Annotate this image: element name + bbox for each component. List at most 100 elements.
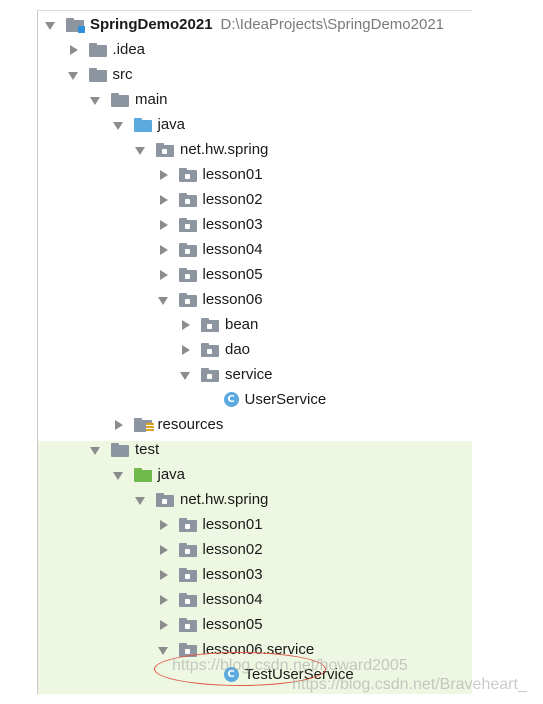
tree-row-lesson05[interactable]: lesson05 [157,262,263,287]
tree-row-testuserservice[interactable]: C TestUserService [223,662,354,687]
tree-row-lesson06-service[interactable]: lesson06.service [157,637,315,662]
chevron-right-icon[interactable] [179,343,193,357]
chevron-right-icon[interactable] [157,268,171,282]
tree-item-label: lesson04 [202,241,263,258]
chevron-right-icon[interactable] [157,593,171,607]
folder-icon [88,42,107,57]
chevron-right-icon[interactable] [157,193,171,207]
chevron-down-icon[interactable] [134,493,148,507]
class-icon: C [223,392,239,407]
chevron-down-icon[interactable] [112,468,126,482]
package-icon [178,267,197,282]
test-sources-highlight [38,441,472,694]
tree-item-label: lesson01 [202,166,263,183]
chevron-down-icon[interactable] [134,143,148,157]
tree-row-main[interactable]: main [89,87,168,112]
package-icon [156,492,174,507]
package-icon [178,167,197,182]
tree-item-label: net.hw.spring [180,141,269,158]
tree-row-lesson04[interactable]: lesson04 [157,237,263,262]
chevron-right-icon[interactable] [157,618,171,632]
tree-row--idea[interactable]: .idea [67,37,145,62]
chevron-down-icon[interactable] [112,118,126,132]
chevron-right-icon[interactable] [157,543,171,557]
tree-row-test[interactable]: test [89,437,159,462]
tree-row-net-hw-spring[interactable]: net.hw.spring [134,137,268,162]
tree-row-java[interactable]: java [112,112,185,137]
package-icon [178,567,197,582]
tree-row-lesson04[interactable]: lesson04 [157,587,263,612]
project-tree-panel: SpringDemo2021 D:\IdeaProjects\SpringDemo… [37,10,472,694]
project-path: D:\IdeaProjects\SpringDemo2021 [220,16,445,33]
project-folder-icon [66,17,85,33]
tree-item-label: SpringDemo2021 [90,16,213,33]
chevron-right-icon[interactable] [157,518,171,532]
package-icon [178,242,197,257]
chevron-right-icon[interactable] [157,168,171,182]
tree-item-label: lesson06 [202,291,263,308]
tree-item-label: lesson03 [202,216,263,233]
chevron-down-icon[interactable] [44,18,58,32]
folder-icon [111,92,129,107]
tree-item-label: UserService [244,391,327,408]
package-icon [178,217,197,232]
tree-row-net-hw-spring[interactable]: net.hw.spring [134,487,268,512]
tree-row-userservice[interactable]: C UserService [223,387,327,412]
chevron-down-icon[interactable] [89,93,103,107]
tree-row-src[interactable]: src [67,62,133,87]
chevron-down-icon[interactable] [157,643,171,657]
resources-folder-icon [133,417,154,432]
chevron-down-icon[interactable] [157,293,171,307]
tree-row-lesson02[interactable]: lesson02 [157,537,263,562]
tree-row-bean[interactable]: bean [179,312,258,337]
chevron-down-icon[interactable] [89,443,103,457]
source-root-icon [133,117,152,132]
tree-item-label: net.hw.spring [180,491,269,508]
chevron-down-icon[interactable] [179,368,193,382]
package-icon [178,517,197,532]
chevron-down-icon[interactable] [67,68,81,82]
tree-row-lesson05[interactable]: lesson05 [157,612,263,637]
tree-item-label: lesson06.service [202,641,315,658]
test-root-icon [133,467,152,482]
tree-row-resources[interactable]: resources [112,412,223,437]
package-icon [156,142,174,157]
tree-row-lesson01[interactable]: lesson01 [157,162,263,187]
chevron-right-icon[interactable] [157,218,171,232]
tree-item-label: lesson02 [202,541,263,558]
tree-row-lesson03[interactable]: lesson03 [157,212,263,237]
package-icon [201,317,219,332]
tree-item-label: TestUserService [244,666,354,683]
tree-row-java[interactable]: java [112,462,186,487]
chevron-right-icon[interactable] [67,43,81,57]
tree-item-label: lesson04 [202,591,263,608]
tree-row-dao[interactable]: dao [179,337,250,362]
package-icon [178,292,197,307]
chevron-right-icon[interactable] [157,568,171,582]
chevron-right-icon[interactable] [157,243,171,257]
chevron-right-icon[interactable] [112,418,126,432]
package-icon [178,642,197,657]
tree-item-label: lesson05 [202,266,263,283]
tree-item-label: src [112,66,133,83]
tree-row-springdemo2021[interactable]: SpringDemo2021 D:\IdeaProjects\SpringDemo… [44,12,444,37]
package-icon [201,342,219,357]
tree-item-label: main [135,91,168,108]
package-icon [178,542,197,557]
tree-item-label: lesson05 [202,616,263,633]
class-icon: C [223,667,239,682]
tree-row-lesson06[interactable]: lesson06 [157,287,263,312]
tree-item-label: java [157,466,186,483]
folder-icon [111,442,129,457]
package-icon [201,367,219,382]
package-icon [178,617,197,632]
tree-row-lesson02[interactable]: lesson02 [157,187,263,212]
chevron-right-icon[interactable] [179,318,193,332]
tree-item-label: service [225,366,273,383]
package-icon [178,592,197,607]
tree-row-service[interactable]: service [179,362,273,387]
tree-row-lesson01[interactable]: lesson01 [157,512,263,537]
tree-row-lesson03[interactable]: lesson03 [157,562,263,587]
tree-item-label: lesson01 [202,516,263,533]
tree-item-label: lesson02 [202,191,263,208]
